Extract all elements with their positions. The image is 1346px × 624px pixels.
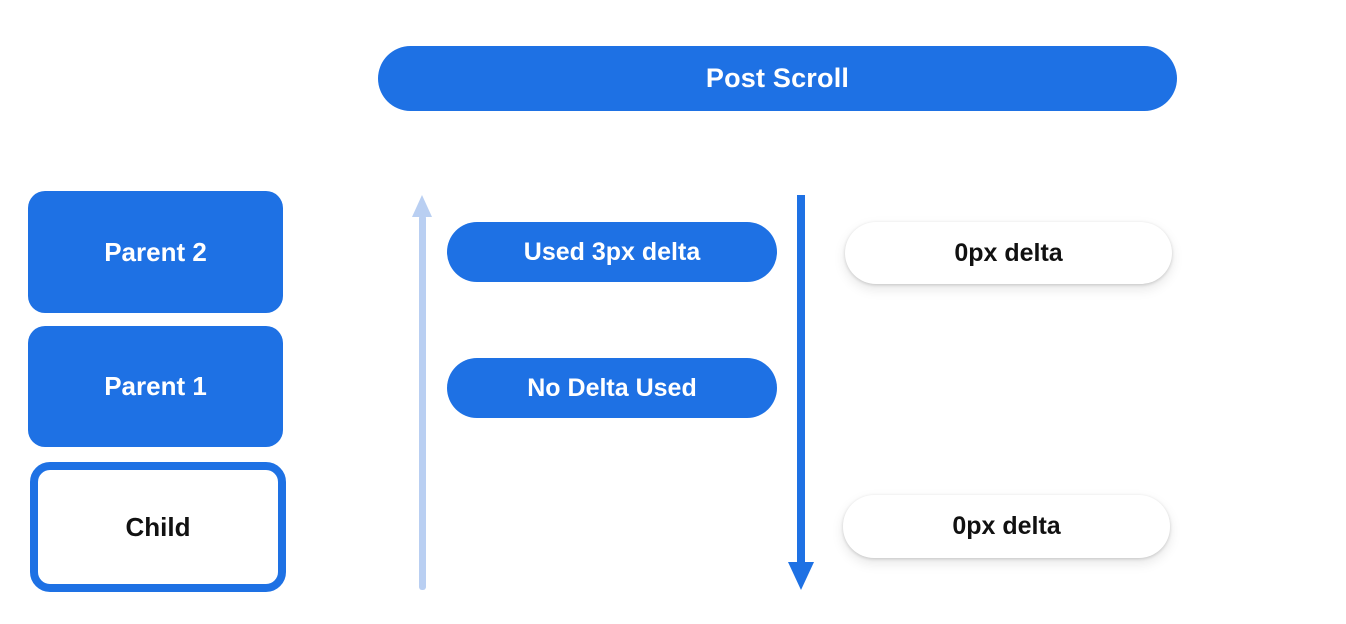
child-box: Child [30,462,286,592]
down-arrow-shaft [797,195,805,564]
no-delta-used-pill: No Delta Used [447,358,777,418]
up-arrow-shaft [418,215,426,590]
down-arrowhead [788,562,814,590]
up-arrowhead [412,195,432,217]
used-3px-delta-pill: Used 3px delta [447,222,777,282]
zero-px-delta-pill-top: 0px delta [845,222,1172,284]
parent-1-box: Parent 1 [28,326,283,447]
down-arrow-icon [788,195,814,590]
post-scroll-header: Post Scroll [378,46,1177,111]
zero-px-delta-pill-bottom: 0px delta [843,495,1170,558]
parent-2-box: Parent 2 [28,191,283,313]
up-arrow-icon [412,195,432,590]
